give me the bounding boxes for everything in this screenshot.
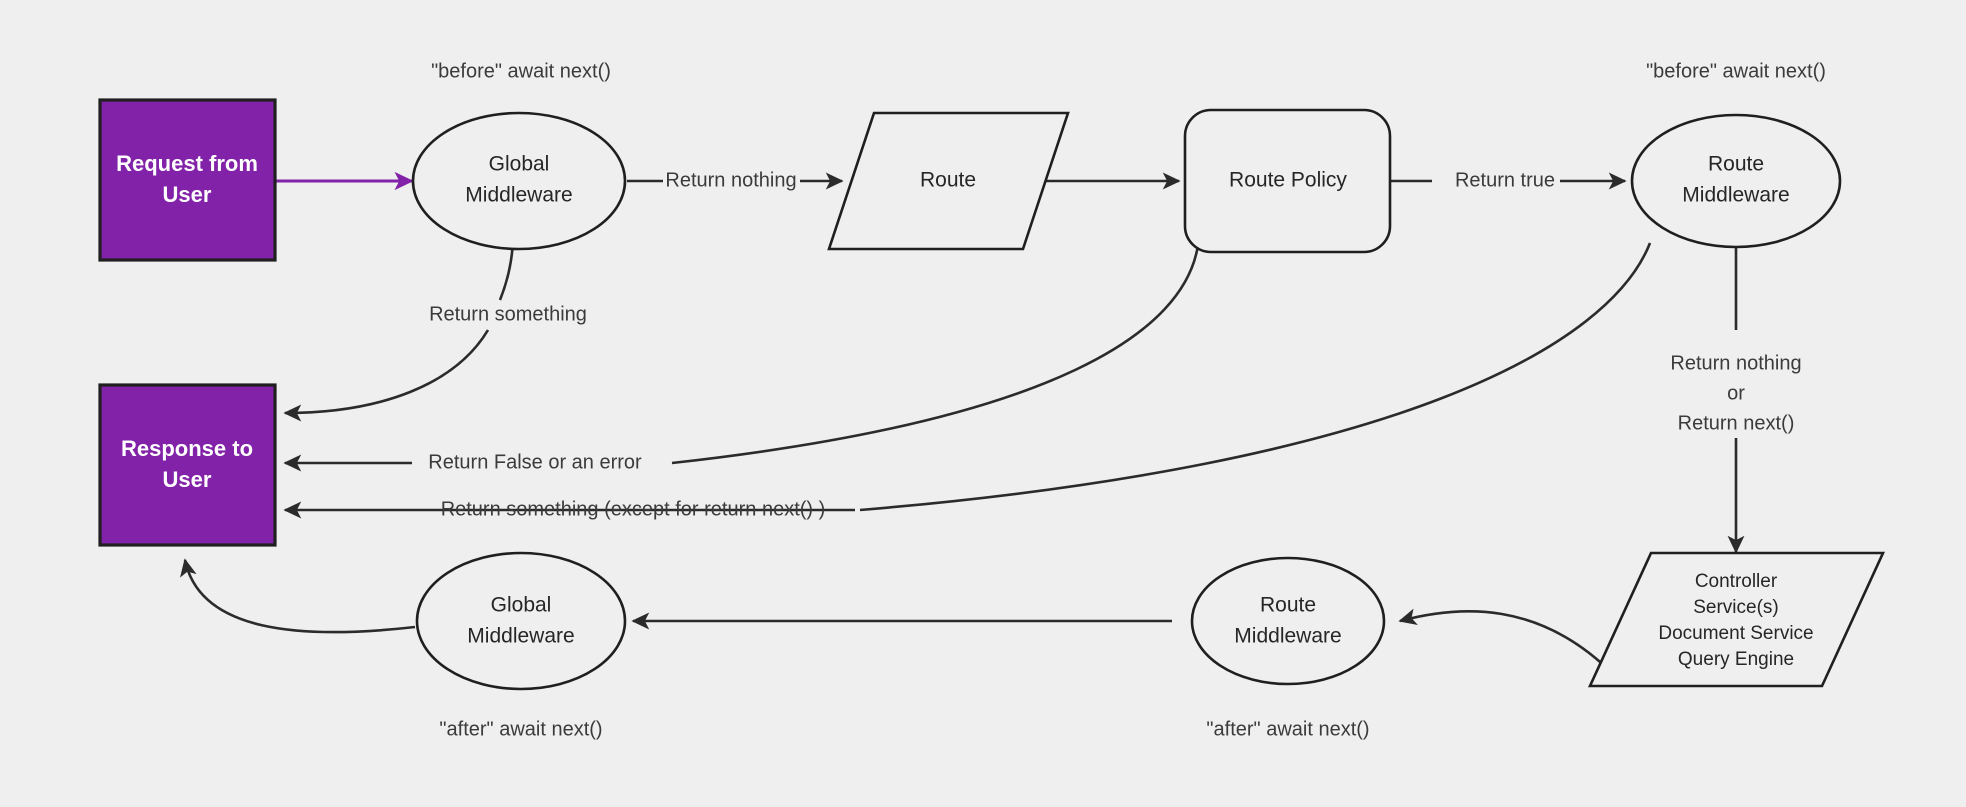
route-label: Route xyxy=(920,169,976,192)
edge-label-return-something-top: Return something xyxy=(429,303,587,325)
global-middleware-top-line2: Middleware xyxy=(465,184,572,207)
node-route-policy[interactable] xyxy=(1183,108,1392,254)
controller-stack-line1: Controller xyxy=(1695,571,1778,592)
route-middleware-top-line2: Middleware xyxy=(1682,184,1789,207)
controller-stack-line3: Document Service xyxy=(1658,623,1813,644)
node-global-middleware-top[interactable] xyxy=(411,111,627,251)
edge-label-route-mw-out-line1: Return nothing xyxy=(1670,352,1801,374)
controller-stack-line2: Service(s) xyxy=(1693,597,1779,618)
edge-label-return-nothing: Return nothing xyxy=(665,169,796,191)
annotation-before-await-next-right: "before" await next() xyxy=(1646,60,1826,82)
route-middleware-top-line1: Route xyxy=(1708,153,1764,176)
global-middleware-bottom-line2: Middleware xyxy=(467,625,574,648)
edge-label-return-true: Return true xyxy=(1455,169,1555,191)
annotation-after-await-next-left: "after" await next() xyxy=(439,718,602,740)
edge-route-policy-return-false xyxy=(671,244,1200,465)
edge-route-middleware-return-something xyxy=(859,242,1652,512)
node-global-middleware-bottom[interactable] xyxy=(415,551,627,691)
edge-controller-to-route-middleware-bottom xyxy=(1398,608,1616,677)
response-to-user-line2: User xyxy=(163,467,212,492)
edge-global-middleware-return-something xyxy=(283,329,490,422)
node-response-to-user[interactable] xyxy=(98,383,277,547)
request-from-user-line2: User xyxy=(163,182,212,207)
edge-label-return-something-except-next: Return something (except for return next… xyxy=(441,498,826,520)
controller-stack-line4: Query Engine xyxy=(1678,649,1794,670)
request-from-user-line1: Request from xyxy=(116,151,258,176)
edge-label-route-mw-out-line3: Return next() xyxy=(1678,412,1795,434)
route-policy-label: Route Policy xyxy=(1229,169,1347,192)
response-to-user-line1: Response to xyxy=(121,436,253,461)
annotation-after-await-next-right: "after" await next() xyxy=(1206,718,1369,740)
edge-label-route-mw-out-line2: or xyxy=(1727,382,1745,404)
node-route[interactable] xyxy=(827,111,1070,251)
node-route-middleware-top[interactable] xyxy=(1630,113,1842,249)
annotation-before-await-next-left: "before" await next() xyxy=(431,60,611,82)
edge-global-middleware-bottom-to-response xyxy=(180,558,416,634)
global-middleware-top-line1: Global xyxy=(489,153,550,176)
node-route-middleware-bottom[interactable] xyxy=(1190,556,1386,686)
edge-label-return-false-or-error: Return False or an error xyxy=(428,451,642,473)
node-request-from-user[interactable] xyxy=(98,98,277,262)
route-middleware-bottom-line2: Middleware xyxy=(1234,625,1341,648)
global-middleware-bottom-line1: Global xyxy=(491,594,552,617)
route-middleware-bottom-line1: Route xyxy=(1260,594,1316,617)
node-controller-stack[interactable] xyxy=(1587,551,1886,688)
